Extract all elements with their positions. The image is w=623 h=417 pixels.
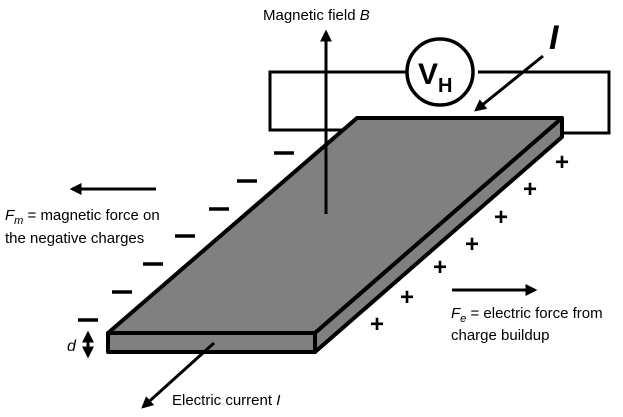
voltmeter-circle <box>405 37 475 107</box>
magnetic-force-label-line2: the negative charges <box>5 230 144 247</box>
electric-force-label: Fe = electric force from <box>451 305 603 325</box>
plus-sign: + <box>555 149 569 176</box>
current-in-arrow <box>474 54 544 112</box>
thickness-label: d <box>67 338 77 355</box>
conductor-plate-side-edge <box>313 116 564 354</box>
voltmeter: VH <box>405 37 475 107</box>
electric-force-label-line2: charge buildup <box>451 327 549 344</box>
plus-sign: + <box>523 176 537 203</box>
current-symbol: I <box>549 19 560 57</box>
plus-sign: + <box>400 284 414 311</box>
plus-sign: + <box>370 311 384 338</box>
magnetic-force-label: Fm = magnetic force on <box>5 207 160 227</box>
plus-sign: + <box>465 231 479 258</box>
negative-charges <box>78 151 294 322</box>
plus-sign: + <box>494 204 508 231</box>
electric-current-label: Electric current I <box>172 392 280 409</box>
plus-sign: + <box>433 254 447 281</box>
conductor-plate-front-edge <box>106 331 317 354</box>
electric-current-arrow <box>141 341 216 409</box>
voltmeter-circuit-wire <box>268 70 611 135</box>
magnetic-field-label: Magnetic field B <box>263 7 370 24</box>
voltmeter-symbol: VH <box>418 58 452 97</box>
positive-charges: + + + + + + + <box>370 149 569 338</box>
